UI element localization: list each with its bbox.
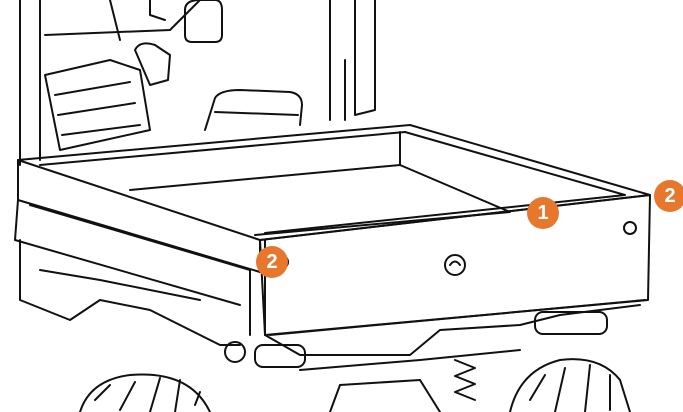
undercarriage — [19, 239, 641, 412]
cargo-bed — [14, 124, 651, 336]
rear-tire-left — [79, 373, 211, 412]
seat-left — [44, 42, 171, 151]
callout-2-badge-right: 2 — [654, 180, 683, 212]
rear-tire-right — [509, 358, 631, 412]
suspension-spring — [454, 359, 476, 401]
cab-frame — [19, 0, 376, 166]
callout-2-badge-left: 2 — [256, 246, 288, 278]
callout-1-badge: 1 — [527, 197, 559, 229]
seat-right — [204, 89, 303, 131]
